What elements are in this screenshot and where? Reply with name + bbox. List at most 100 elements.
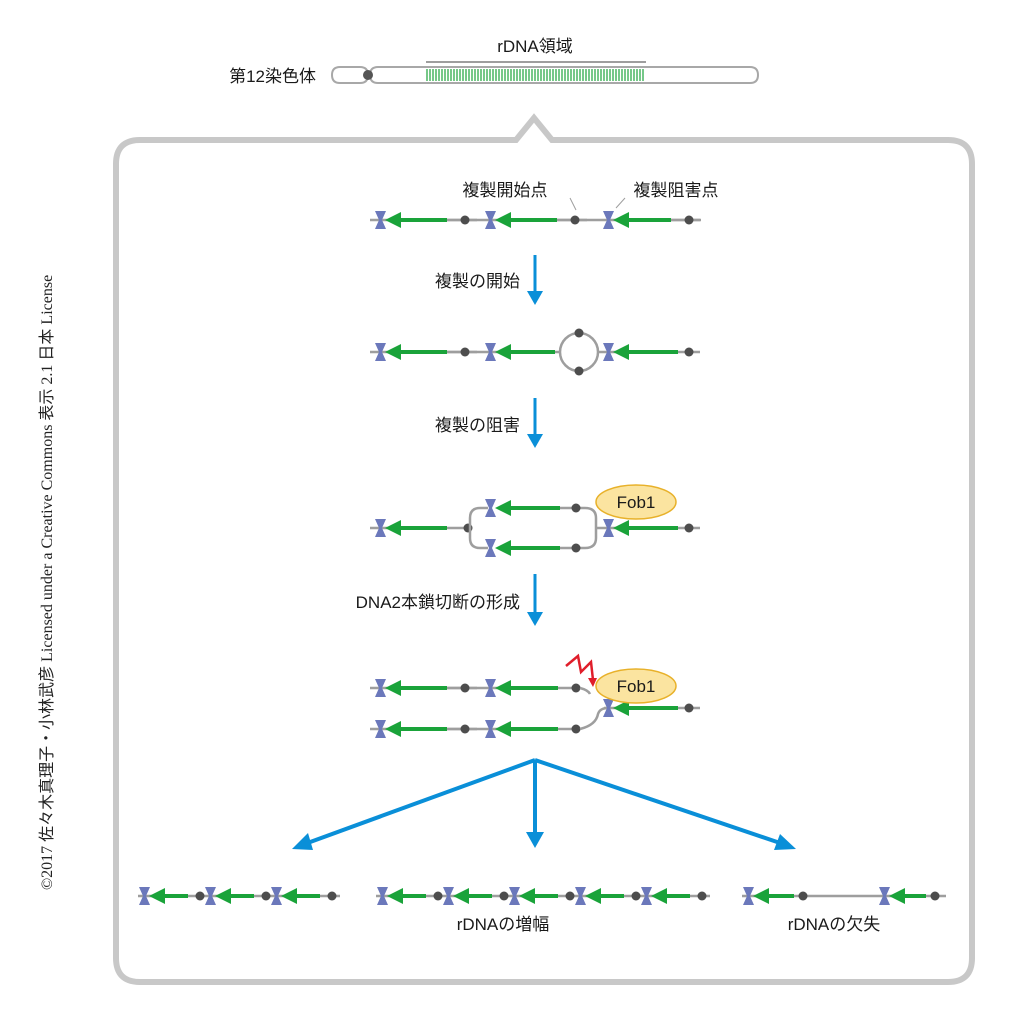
rdna-gene-arrowhead xyxy=(385,344,401,360)
rdna-gene-arrowhead xyxy=(495,721,511,737)
replication-barrier-icon xyxy=(485,499,496,517)
replication-barrier-icon xyxy=(377,887,388,905)
replication-barrier-icon xyxy=(879,887,890,905)
replication-origin-dot xyxy=(631,891,641,901)
replication-barrier-icon xyxy=(603,519,614,537)
replication-barrier-icon xyxy=(375,211,386,229)
replication-origin-dot xyxy=(571,543,581,553)
chromosome-long-arm xyxy=(368,66,760,84)
fob1-oval xyxy=(595,484,677,520)
diagram-content xyxy=(138,197,946,905)
rdna-gene-arrowhead xyxy=(281,888,297,904)
rdna-gene-arrowhead xyxy=(495,680,511,696)
outcome-arrowhead-center xyxy=(526,832,544,848)
rdna-gene-arrowhead xyxy=(385,520,401,536)
replication-origin-dot xyxy=(697,891,707,901)
replication-origin-dot xyxy=(460,215,470,225)
fob1-label: Fob1 xyxy=(617,677,656,696)
rdna-gene-arrowhead xyxy=(651,888,667,904)
broken-end xyxy=(579,686,592,695)
replication-barrier-icon xyxy=(575,887,586,905)
replication-barrier-icon xyxy=(743,887,754,905)
rdna-gene-arrowhead xyxy=(613,344,629,360)
replication-barrier-icon xyxy=(603,699,614,717)
double-strand-break-icon xyxy=(565,653,595,681)
replication-origin-dot xyxy=(195,891,205,901)
origin-label: 複製開始点 xyxy=(463,181,548,200)
replication-barrier-icon xyxy=(375,519,386,537)
fob1-label: Fob1 xyxy=(617,493,656,512)
replication-origin-dot xyxy=(433,891,443,901)
replication-origin-dot xyxy=(499,891,509,901)
rdna-gene-arrowhead xyxy=(453,888,469,904)
replication-barrier-icon xyxy=(485,679,496,697)
rdna-gene-arrowhead xyxy=(495,344,511,360)
replication-origin-dot xyxy=(930,891,940,901)
replication-barrier-icon xyxy=(443,887,454,905)
rdna-gene-arrowhead xyxy=(519,888,535,904)
replication-barrier-icon xyxy=(485,539,496,557)
outcome-arrowhead-right xyxy=(774,834,796,850)
rdna-gene-arrowhead xyxy=(149,888,165,904)
chromosome-label: 第12染色体 xyxy=(229,67,316,86)
break-arrowhead xyxy=(588,678,597,687)
replication-origin-dot xyxy=(571,503,581,513)
replication-origin-dot xyxy=(684,523,694,533)
fork-upper-arm xyxy=(468,506,488,528)
step-arrow-head xyxy=(527,434,543,448)
replication-barrier-icon xyxy=(485,211,496,229)
step-arrow-head xyxy=(527,612,543,626)
fob1-oval xyxy=(595,668,677,704)
replication-origin-dot xyxy=(460,347,470,357)
rdna-gene-arrowhead xyxy=(495,500,511,516)
rdna-gene-arrowhead xyxy=(613,520,629,536)
fork-join-arc xyxy=(579,706,609,731)
barrier-pointer xyxy=(615,197,626,209)
replication-origin-dot xyxy=(327,891,337,901)
rdna-gene-arrowhead xyxy=(613,700,629,716)
replication-barrier-icon xyxy=(485,343,496,361)
centromere xyxy=(363,70,373,80)
barrier-label: 複製阻害点 xyxy=(634,181,719,200)
outcome-arrowhead-left xyxy=(292,833,313,850)
step-label-stall: 複製の阻害 xyxy=(435,416,520,435)
replication-origin-dot xyxy=(571,683,581,693)
rdna-gene-arrowhead xyxy=(495,212,511,228)
chromosome-12: 第12染色体 rDNA領域 xyxy=(229,37,760,86)
rdna-gene-arrowhead xyxy=(385,721,401,737)
origin-pointer xyxy=(569,197,577,211)
outcome-label-amplification: rDNAの増幅 xyxy=(457,915,550,934)
replication-origin-dot xyxy=(798,891,808,901)
replication-barrier-icon xyxy=(485,720,496,738)
rdna-gene-arrowhead xyxy=(385,212,401,228)
replication-barrier-icon xyxy=(375,679,386,697)
step-label-dsb: DNA2本鎖切断の形成 xyxy=(356,593,520,612)
replication-barrier-icon xyxy=(641,887,652,905)
replication-origin-dot xyxy=(684,347,694,357)
replication-origin-dot xyxy=(574,328,584,338)
replication-origin-dot xyxy=(571,724,581,734)
replication-barrier-icon xyxy=(509,887,520,905)
chromosome-short-arm xyxy=(330,66,370,84)
fob1-protein-dsb: Fob1 xyxy=(595,668,677,704)
rdna-gene-arrowhead xyxy=(889,888,905,904)
replication-origin-dot xyxy=(460,683,470,693)
rdna-gene-arrowhead xyxy=(385,680,401,696)
rdna-region-label: rDNA領域 xyxy=(497,37,573,56)
step-label-initiation: 複製の開始 xyxy=(435,272,520,291)
replication-origin-dot xyxy=(261,891,271,901)
replication-barrier-icon xyxy=(205,887,216,905)
replication-origin-dot xyxy=(574,366,584,376)
replication-origin-dot xyxy=(684,703,694,713)
rdna-gene-arrowhead xyxy=(753,888,769,904)
rdna-gene-arrowhead xyxy=(585,888,601,904)
fob1-protein-stall: Fob1 xyxy=(595,484,677,520)
rdna-gene-arrowhead xyxy=(495,540,511,556)
fork-lower-arm xyxy=(468,528,488,550)
outcome-arrow-shaft-right xyxy=(534,758,787,847)
replication-origin-dot xyxy=(460,724,470,734)
replication-origin-dot xyxy=(570,215,580,225)
replication-origin-dot xyxy=(684,215,694,225)
replication-barrier-icon xyxy=(139,887,150,905)
